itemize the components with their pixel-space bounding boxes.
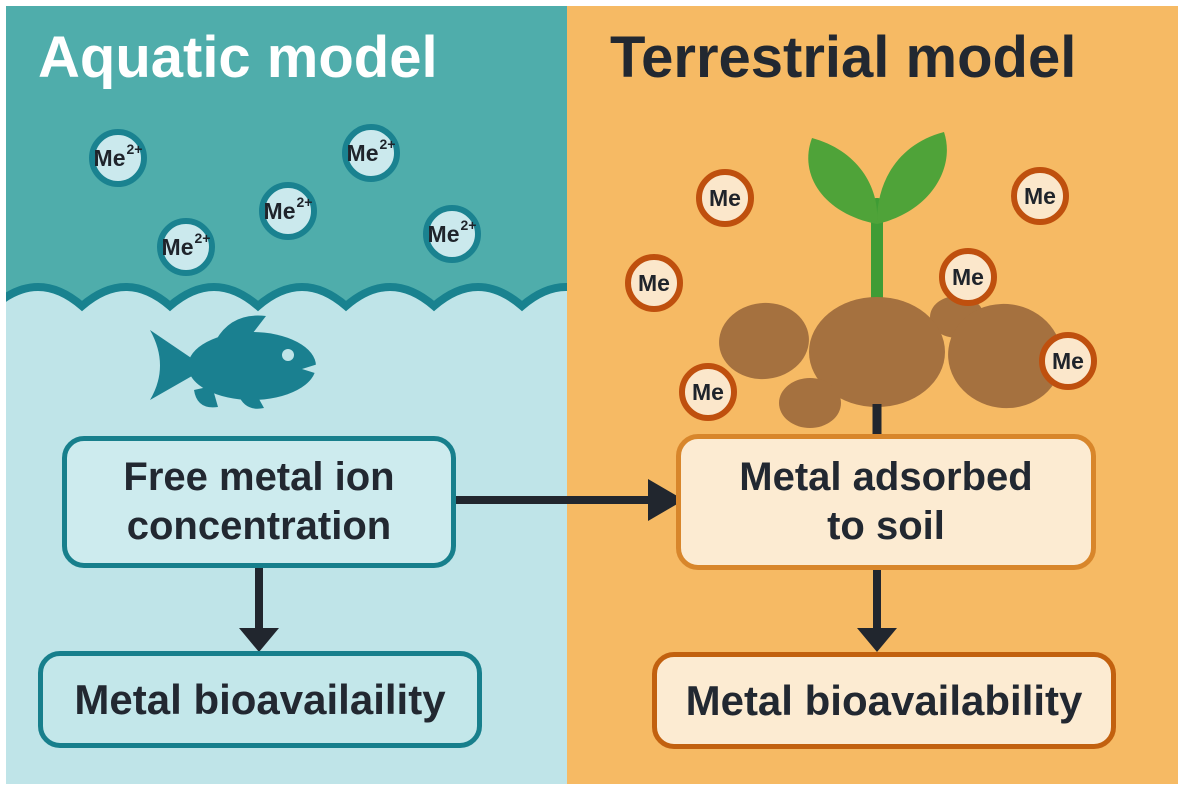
metal-ion-bubble: Me	[1011, 167, 1069, 225]
metal-ion-bubble: Me	[696, 169, 754, 227]
terrestrial-bioavailability-box: Metal bioavailability	[652, 652, 1116, 749]
terrestrial-bioavailability-label: Metal bioavailability	[685, 676, 1083, 724]
metal-ion-bubble: Me	[939, 248, 997, 306]
free-metal-ion-box-line2: concentration	[126, 504, 392, 548]
metal-ion-bubble: Me	[679, 363, 737, 421]
aquatic-title: Aquatic model	[38, 25, 438, 90]
metal-ion-bubble: Me	[625, 254, 683, 312]
free-metal-ion-box-line1: Free metal ion	[123, 455, 395, 500]
free-metal-ion-box: Free metal ion concentration	[62, 436, 456, 568]
aquatic-bioavailability-label: Metal bioavailaility	[74, 675, 446, 723]
metal-adsorbed-box-line2: to soil	[827, 504, 945, 548]
metal-adsorbed-box: Metal adsorbed to soil	[676, 434, 1096, 570]
metal-ion-bubble: Me	[1039, 332, 1097, 390]
metal-adsorbed-box-line1: Metal adsorbed	[739, 455, 1033, 500]
aquatic-bioavailability-box: Metal bioavailaility	[38, 651, 482, 748]
terrestrial-title: Terrestrial model	[610, 25, 1077, 90]
